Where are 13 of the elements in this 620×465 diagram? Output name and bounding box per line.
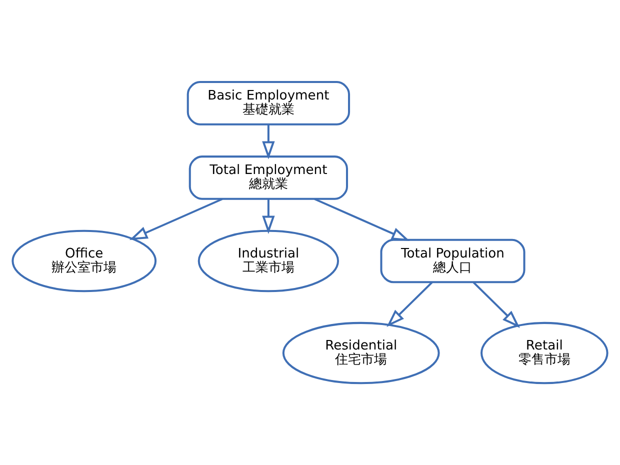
node-box: Basic Employment 基礎就業 [186, 81, 350, 126]
arrow [262, 124, 275, 160]
node-ellipse: Retail 零售市場 [480, 322, 608, 384]
node-box: Total Employment 總就業 [188, 156, 348, 200]
arrow [386, 282, 433, 327]
arrow [314, 198, 410, 242]
arrow [129, 198, 223, 240]
node-ellipse: Residential 住宅市場 [282, 322, 440, 384]
node-ellipse: Industrial 工業市場 [198, 230, 340, 292]
node-ellipse: Office 辦公室市場 [12, 230, 157, 292]
arrow [472, 282, 520, 328]
node-box: Total Population 總人口 [380, 238, 526, 284]
arrow [262, 199, 275, 234]
